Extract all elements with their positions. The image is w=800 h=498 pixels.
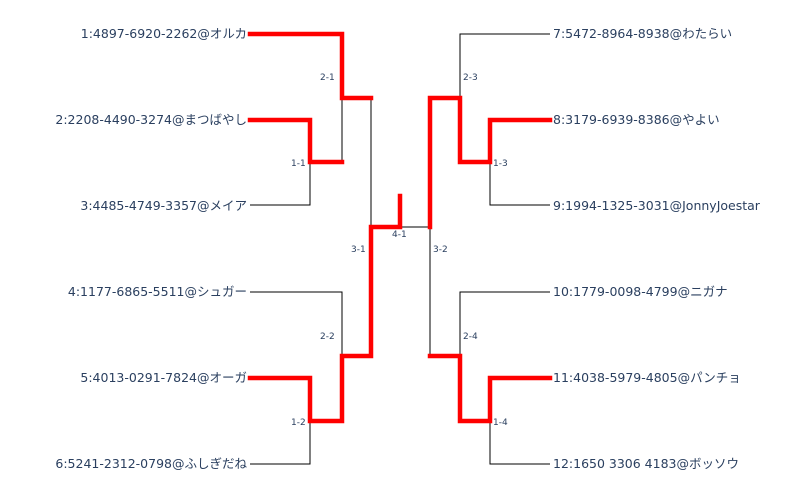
player-6: 6:5241-2312-0798@ふしぎだね [55,456,247,471]
match-label-2-3: 2-3 [463,73,478,83]
match-label-3-1: 3-1 [351,245,366,255]
player-3: 3:4485-4749-3357@メイア [80,198,247,213]
bracket-line-2-1 [250,33,343,162]
match-label-2-1: 2-1 [320,73,335,83]
players-left: 1:4897-6920-2262@オルカ 2:2208-4490-3274@まつ… [55,26,247,471]
match-label-1-1: 1-1 [291,159,306,169]
player-12: 12:1650 3306 4183@ボッソウ [553,456,739,471]
player-5: 5:4013-0291-7824@オーガ [80,370,247,385]
players-right: 7:5472-8964-8938@わたらい 8:3179-6939-8386@や… [553,26,761,471]
match-label-1-4: 1-4 [493,418,508,428]
player-4: 4:1177-6865-5511@シュガー [68,284,247,299]
player-1: 1:4897-6920-2262@オルカ [81,26,247,41]
win-path-5 [247,193,403,424]
win-path-11 [427,353,553,424]
match-label-3-2: 3-2 [433,245,448,255]
win-path-2 [247,117,345,165]
player-7: 7:5472-8964-8938@わたらい [553,26,732,41]
player-10: 10:1779-0098-4799@ニガナ [553,284,728,299]
bracket-line-2-3 [459,33,550,162]
player-11: 11:4038-5979-4805@パンチョ [553,370,741,385]
player-8: 8:3179-6939-8386@やよい [553,112,720,127]
match-label-2-2: 2-2 [320,332,335,342]
win-path-1 [247,31,374,101]
match-labels: 1-1 1-2 1-3 1-4 2-1 2-2 2-3 2-4 3-1 3-2 … [291,73,508,428]
player-9: 9:1994-1325-3031@JonnyJoestar [553,198,761,213]
win-path-8 [427,95,553,230]
winner-paths [247,31,553,424]
bracket-line-2-4 [459,291,550,421]
match-label-1-2: 1-2 [291,418,306,428]
match-label-4-1: 4-1 [392,230,407,240]
match-label-1-3: 1-3 [493,159,508,169]
bracket-line-2-2 [250,291,343,421]
bracket-lines [250,33,550,465]
match-label-2-4: 2-4 [463,332,478,342]
player-2: 2:2208-4490-3274@まつばやし [55,112,247,127]
